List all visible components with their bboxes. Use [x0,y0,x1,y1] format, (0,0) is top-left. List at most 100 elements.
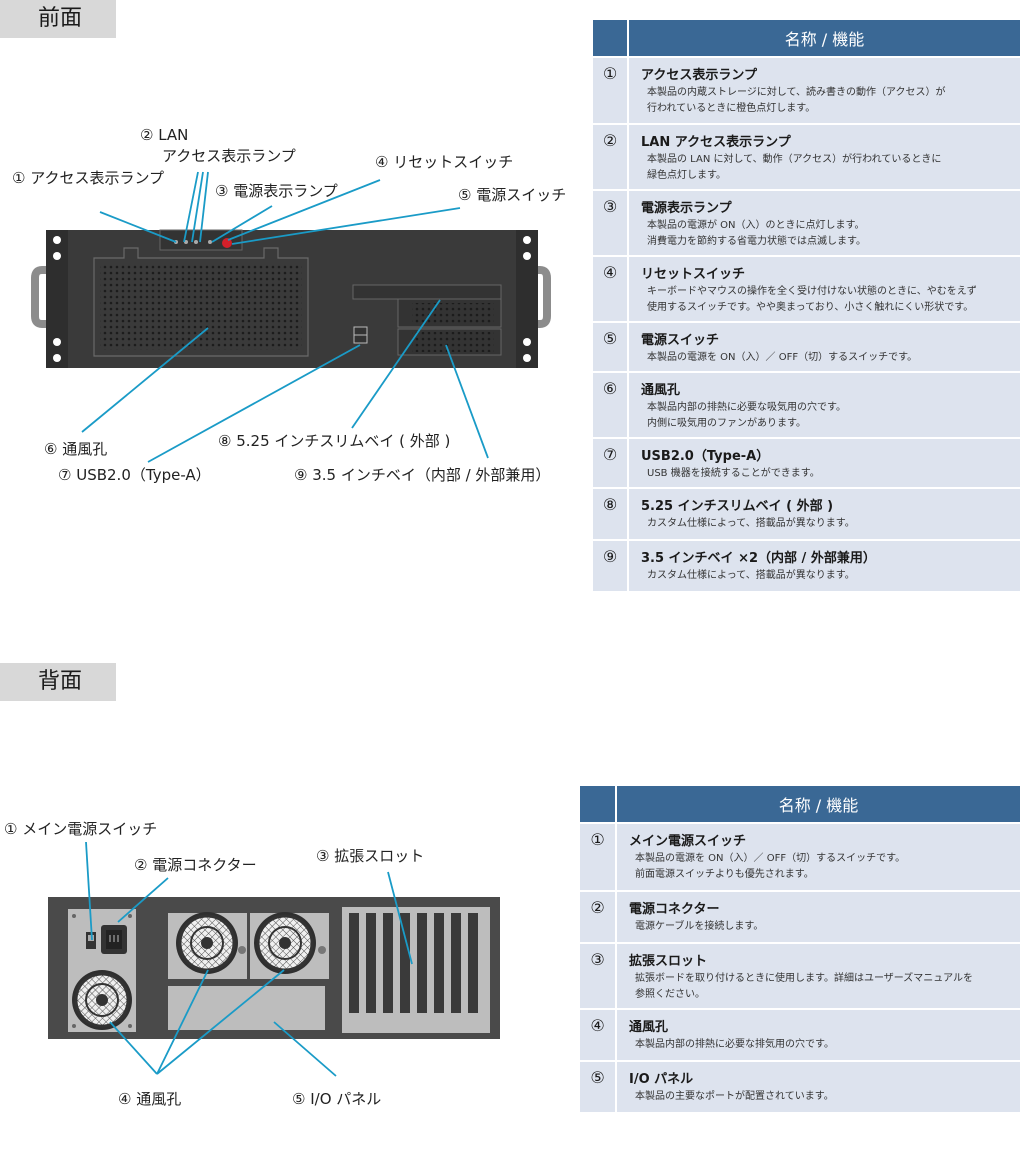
rear-spec-table: 名称 / 機能 ① メイン電源スイッチ 本製品の電源を ON（入）／ OFF（切… [580,784,1020,1114]
row-description: カスタム仕様によって、搭載品が異なります。 [629,566,1020,588]
row-content: 通風孔 本製品内部の排熱に必要な排気用の穴です。 [617,1010,1020,1060]
row-desc-line: 消費電力を節約する省電力状態では点滅します。 [647,236,866,247]
front-callout-access-lamp: ① アクセス表示ランプ [12,169,165,187]
rear-callout-vent: ④ 通風孔 [118,1090,182,1108]
table-row: ⑦ USB2.0（Type-A） USB 機器を接続することができます。 [593,439,1020,487]
row-desc-line: 本製品の主要なポートが配置されています。 [635,1091,834,1102]
row-desc-line: カスタム仕様によって、搭載品が異なります。 [647,518,855,529]
row-desc-line: 使用するスイッチです。やや奥まっており、小さく触れにくい形状です。 [647,302,974,313]
row-desc-line: USB 機器を接続することができます。 [647,468,820,479]
row-number: ① [593,58,629,123]
table-row: ⑥ 通風孔 本製品内部の排熱に必要な吸気用の穴です。内側に吸気用のファンがありま… [593,373,1020,437]
row-number: ② [580,892,617,942]
row-desc-line: 前面電源スイッチよりも優先されます。 [635,869,814,880]
row-description: 本製品の LAN に対して、動作（アクセス）が行われているときに緑色点灯します。 [629,150,1020,188]
row-description: 本製品の主要なポートが配置されています。 [617,1087,1020,1109]
front-spec-header-row: 名称 / 機能 [593,20,1020,56]
table-row: ⑧ 5.25 インチスリムベイ ( 外部 ) カスタム仕様によって、搭載品が異な… [593,489,1020,539]
row-desc-line: 電源ケーブルを接続します。 [635,921,764,932]
row-desc-line: 本製品内部の排熱に必要な排気用の穴です。 [635,1039,834,1050]
row-content: I/O パネル 本製品の主要なポートが配置されています。 [617,1062,1020,1112]
row-number: ③ [593,191,629,255]
row-desc-line: カスタム仕様によって、搭載品が異なります。 [647,570,855,581]
row-desc-line: 本製品の電源を ON（入）／ OFF（切）するスイッチです。 [635,853,906,864]
table-row: ⑤ I/O パネル 本製品の主要なポートが配置されています。 [580,1062,1020,1112]
row-description: 本製品内部の排熱に必要な排気用の穴です。 [617,1035,1020,1057]
row-description: 拡張ボードを取り付けるときに使用します。詳細はユーザーズマニュアルを参照ください… [617,969,1020,1007]
row-number: ⑤ [593,323,629,371]
row-description: 電源ケーブルを接続します。 [617,917,1020,939]
table-row: ③ 電源表示ランプ 本製品の電源が ON（入）のときに点灯します。消費電力を節約… [593,191,1020,255]
row-content: アクセス表示ランプ 本製品の内蔵ストレージに対して、読み書きの動作（アクセス）が… [629,58,1020,123]
row-desc-line: 本製品内部の排熱に必要な吸気用の穴です。 [647,402,846,413]
row-number: ② [593,125,629,189]
table-row: ① アクセス表示ランプ 本製品の内蔵ストレージに対して、読み書きの動作（アクセス… [593,58,1020,123]
table-row: ⑤ 電源スイッチ 本製品の電源を ON（入）／ OFF（切）するスイッチです。 [593,323,1020,371]
row-desc-line: 内側に吸気用のファンがあります。 [647,418,806,429]
row-desc-line: 行われているときに橙色点灯します。 [647,103,816,114]
front-callout-usb: ⑦ USB2.0（Type-A） [58,466,211,484]
row-title: USB2.0（Type-A） [641,449,770,464]
table-row: ① メイン電源スイッチ 本製品の電源を ON（入）／ OFF（切）するスイッチで… [580,824,1020,890]
front-spec-header-title: 名称 / 機能 [629,20,1020,56]
row-description: カスタム仕様によって、搭載品が異なります。 [629,514,1020,536]
row-number: ⑥ [593,373,629,437]
rear-callout-power-connector: ② 電源コネクター [134,856,257,874]
row-title: アクセス表示ランプ [641,68,757,83]
row-number: ③ [580,944,617,1008]
front-callout-power-lamp: ③ 電源表示ランプ [215,182,338,200]
row-content: 電源コネクター 電源ケーブルを接続します。 [617,892,1020,942]
rear-section-label: 背面 [0,663,116,701]
row-title: メイン電源スイッチ [629,834,747,849]
row-content: LAN アクセス表示ランプ 本製品の LAN に対して、動作（アクセス）が行われ… [629,125,1020,189]
row-content: リセットスイッチ キーボードやマウスの操作を全く受け付けない状態のときに、やむを… [629,257,1020,321]
row-title: 拡張スロット [629,954,708,969]
row-number: ⑦ [593,439,629,487]
row-content: メイン電源スイッチ 本製品の電源を ON（入）／ OFF（切）するスイッチです。… [617,824,1020,890]
rear-callout-io-panel: ⑤ I/O パネル [292,1090,382,1108]
row-content: 通風孔 本製品内部の排熱に必要な吸気用の穴です。内側に吸気用のファンがあります。 [629,373,1020,437]
row-title: リセットスイッチ [641,267,746,282]
rear-callout-lines [85,841,413,1077]
row-title: 通風孔 [641,383,681,398]
table-row: ② 電源コネクター 電源ケーブルを接続します。 [580,892,1020,942]
front-callout-lines [81,171,489,463]
row-description: 本製品の電源を ON（入）／ OFF（切）するスイッチです。前面電源スイッチより… [617,849,1020,887]
table-row: ③ 拡張スロット 拡張ボードを取り付けるときに使用します。詳細はユーザーズマニュ… [580,944,1020,1008]
row-description: 本製品の電源を ON（入）／ OFF（切）するスイッチです。 [629,348,1020,370]
row-title: I/O パネル [629,1072,694,1087]
row-number: ① [580,824,617,890]
row-number: ⑧ [593,489,629,539]
front-callout-power-switch: ⑤ 電源スイッチ [458,186,567,204]
table-row: ④ 通風孔 本製品内部の排熱に必要な排気用の穴です。 [580,1010,1020,1060]
row-content: 拡張スロット 拡張ボードを取り付けるときに使用します。詳細はユーザーズマニュアル… [617,944,1020,1008]
row-content: 5.25 インチスリムベイ ( 外部 ) カスタム仕様によって、搭載品が異なりま… [629,489,1020,539]
row-desc-line: 本製品の電源を ON（入）／ OFF（切）するスイッチです。 [647,352,918,363]
rear-callout-main-power-switch: ① メイン電源スイッチ [4,820,158,838]
row-number: ⑨ [593,541,629,591]
row-content: 電源スイッチ 本製品の電源を ON（入）／ OFF（切）するスイッチです。 [629,323,1020,371]
row-title: 3.5 インチベイ ×2（内部 / 外部兼用） [641,551,876,566]
rear-spec-header-title: 名称 / 機能 [617,786,1020,822]
front-callout-slim-bay: ⑧ 5.25 インチスリムベイ ( 外部 ) [218,432,451,450]
row-desc-line: 本製品の電源が ON（入）のときに点灯します。 [647,220,865,231]
row-description: 本製品の内蔵ストレージに対して、読み書きの動作（アクセス）が行われているときに橙… [629,83,1020,121]
row-content: 電源表示ランプ 本製品の電源が ON（入）のときに点灯します。消費電力を節約する… [629,191,1020,255]
rear-spec-header-num [580,786,617,822]
row-description: USB 機器を接続することができます。 [629,464,1020,486]
front-callout-lan-lamp-line2: アクセス表示ランプ [162,147,296,165]
front-spec-header-num [593,20,629,56]
rear-panel-illustration [48,897,500,1039]
row-desc-line: キーボードやマウスの操作を全く受け付けない状態のときに、やむをえず [647,286,977,297]
row-title: 電源スイッチ [641,333,720,348]
row-title: 電源表示ランプ [641,201,732,216]
row-number: ⑤ [580,1062,617,1112]
row-desc-line: 緑色点灯します。 [647,170,726,181]
table-row: ② LAN アクセス表示ランプ 本製品の LAN に対して、動作（アクセス）が行… [593,125,1020,189]
row-title: 5.25 インチスリムベイ ( 外部 ) [641,499,834,514]
row-description: 本製品内部の排熱に必要な吸気用の穴です。内側に吸気用のファンがあります。 [629,398,1020,436]
front-callout-vent: ⑥ 通風孔 [44,440,108,458]
front-spec-table: 名称 / 機能 ① アクセス表示ランプ 本製品の内蔵ストレージに対して、読み書き… [593,18,1020,593]
row-number: ④ [593,257,629,321]
rear-callout-expansion-slot: ③ 拡張スロット [316,847,425,865]
